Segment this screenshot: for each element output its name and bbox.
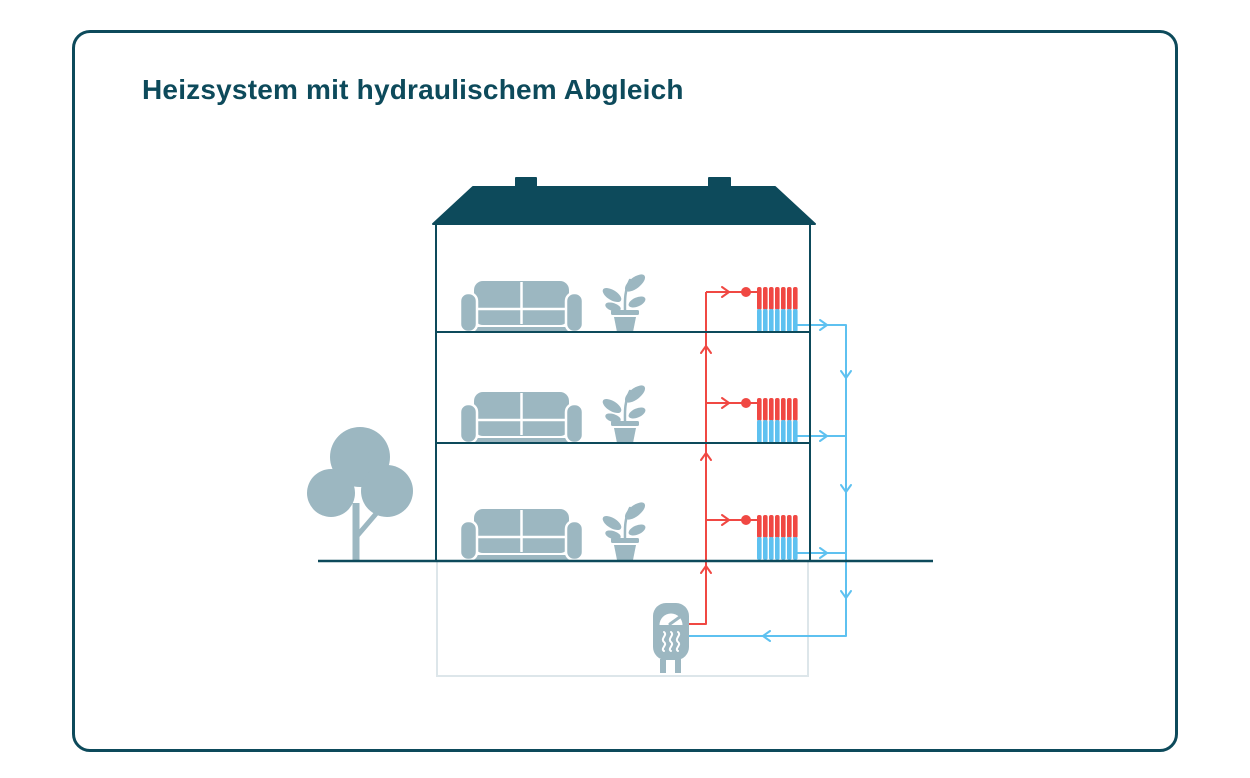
- return-arrow-right-icon: [819, 319, 828, 331]
- supply-arrow-right-icon: [721, 397, 730, 409]
- supply-arrow-right-icon: [721, 514, 730, 526]
- supply-arrow-up-icon: [700, 452, 712, 461]
- balancing-valve-icon: [741, 398, 751, 408]
- supply-arrow-right-icon: [721, 286, 730, 298]
- supply-arrow-up-icon: [700, 345, 712, 354]
- balancing-valve-icon: [741, 515, 751, 525]
- return-arrow-down-icon: [840, 370, 852, 379]
- building-interior: [436, 222, 810, 561]
- return-pipe: [687, 319, 852, 642]
- return-arrow-right-icon: [819, 547, 828, 559]
- gauge-needle-icon: [668, 615, 682, 626]
- boiler-icon: [653, 603, 689, 673]
- return-arrow-down-icon: [840, 484, 852, 493]
- balancing-valve-icon: [741, 287, 751, 297]
- return-arrow-left-icon: [762, 630, 771, 642]
- tree-icon: [307, 427, 413, 561]
- return-arrow-down-icon: [840, 590, 852, 599]
- supply-arrow-up-icon: [700, 565, 712, 574]
- page-title: Heizsystem mit hydraulischem Abgleich: [142, 74, 684, 105]
- return-arrow-right-icon: [819, 430, 828, 442]
- boiler-gauge-icon: [659, 613, 683, 625]
- basement-outline: [436, 561, 809, 677]
- roof: [432, 177, 816, 225]
